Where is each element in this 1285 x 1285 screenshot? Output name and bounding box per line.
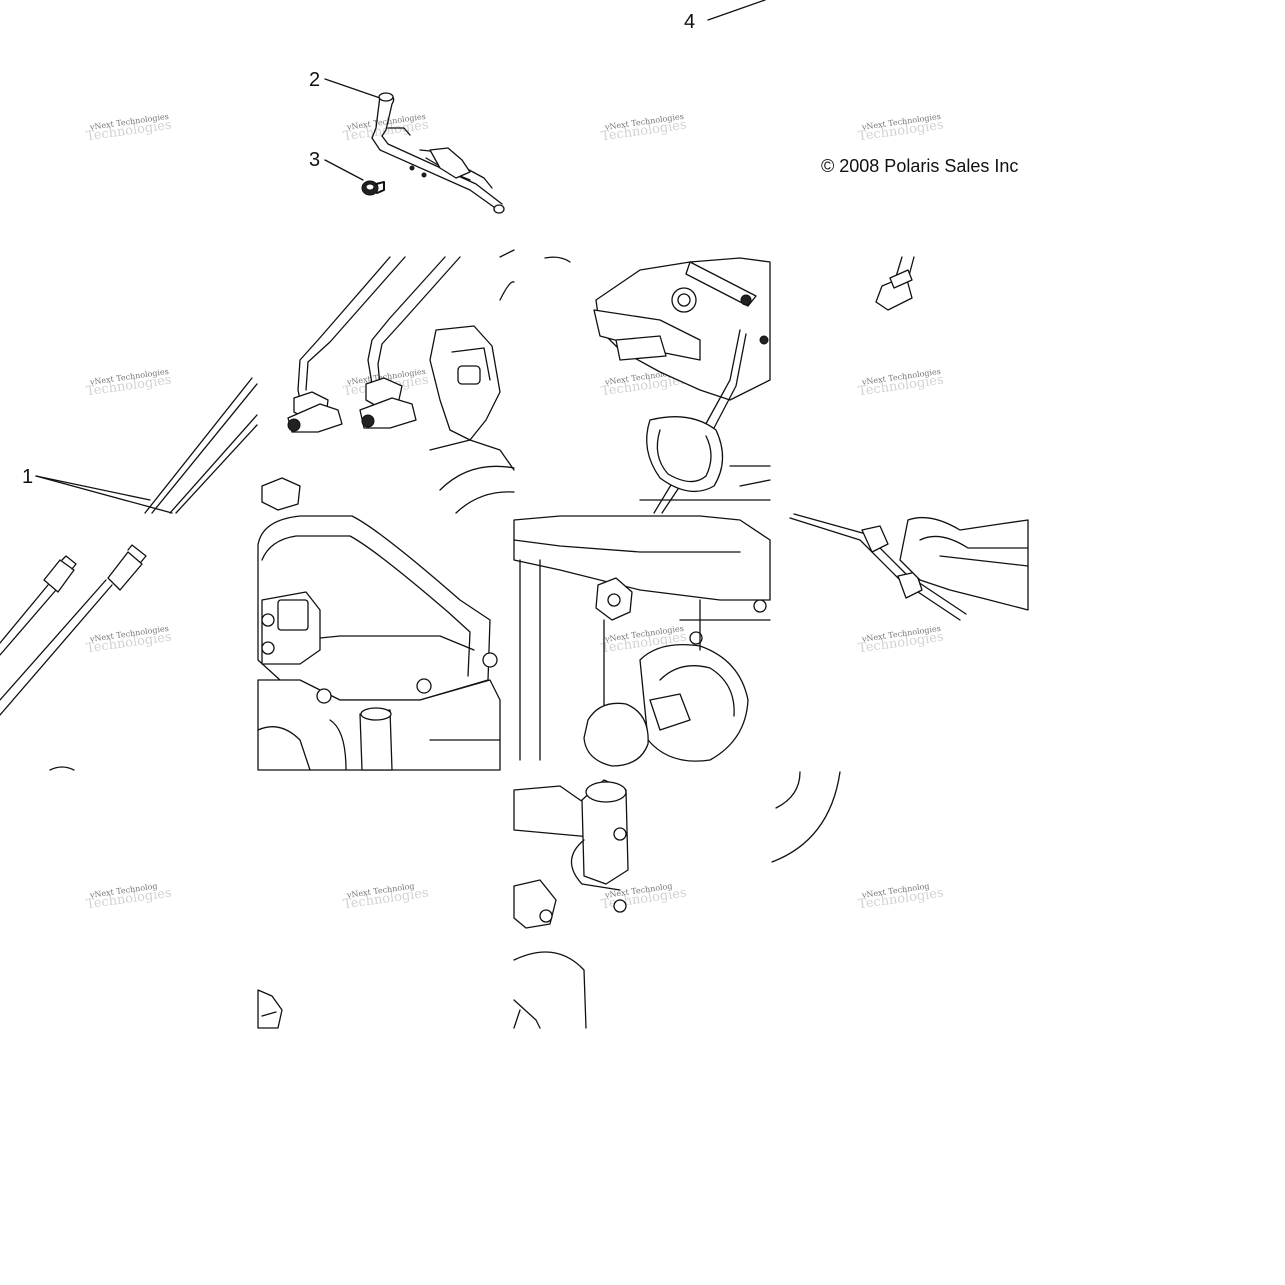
callout-2-number: 2 <box>309 69 320 91</box>
copyright-text: © 2008 Polaris Sales Inc <box>821 156 1018 176</box>
callout-3-number: 3 <box>309 149 320 171</box>
cylinder-intake <box>513 515 771 767</box>
callout-3: 3 <box>309 149 364 181</box>
callout-2: 2 <box>309 69 384 100</box>
throttle-body <box>544 256 771 514</box>
watermark-r3c4: Technologies vNext Technologies <box>857 624 944 657</box>
fuel-lines-part <box>0 377 258 771</box>
coolant-outlet <box>513 779 629 1029</box>
watermark-r4c1: Technologies vNext Technolog <box>85 881 172 912</box>
bolt-part <box>361 180 385 196</box>
callout-4-number: 4 <box>684 11 695 33</box>
watermark-r4c3: Technologies vNext Technolog <box>600 881 687 912</box>
watermark-r3c1: Technologies vNext Technologies <box>85 624 172 657</box>
sensor-lead <box>789 513 1029 621</box>
callout-1: 1 <box>22 466 173 514</box>
watermark-r4c4: Technologies vNext Technolog <box>857 881 944 912</box>
callout-2-leader <box>324 78 384 100</box>
starter-stub <box>257 989 283 1029</box>
callout-4-leader <box>707 0 766 21</box>
watermark-r2c1: Technologies vNext Technologies <box>85 367 172 400</box>
callout-4: 4 <box>684 0 766 33</box>
watermark-r1c2: Technologies vNext Technologies <box>342 112 429 145</box>
injector-assembly <box>261 249 515 514</box>
watermark-r4c2: Technologies vNext Technolog <box>342 881 429 912</box>
watermark-r1c3: Technologies vNext Technologies <box>600 112 687 145</box>
housing-arc <box>771 771 841 863</box>
callout-1-leader-a <box>35 475 151 501</box>
watermark-r1c1: Technologies vNext Technologies <box>85 112 172 145</box>
sensor-connector <box>875 256 915 311</box>
fuel-rail-part <box>371 92 505 214</box>
callout-3-leader <box>324 159 364 181</box>
valve-cover <box>257 515 501 771</box>
callout-1-leader-b <box>35 475 173 514</box>
watermark-r2c4: Technologies vNext Technologies <box>857 367 944 400</box>
callout-1-number: 1 <box>22 466 33 488</box>
watermark-r1c4: Technologies vNext Technologies <box>857 112 944 145</box>
